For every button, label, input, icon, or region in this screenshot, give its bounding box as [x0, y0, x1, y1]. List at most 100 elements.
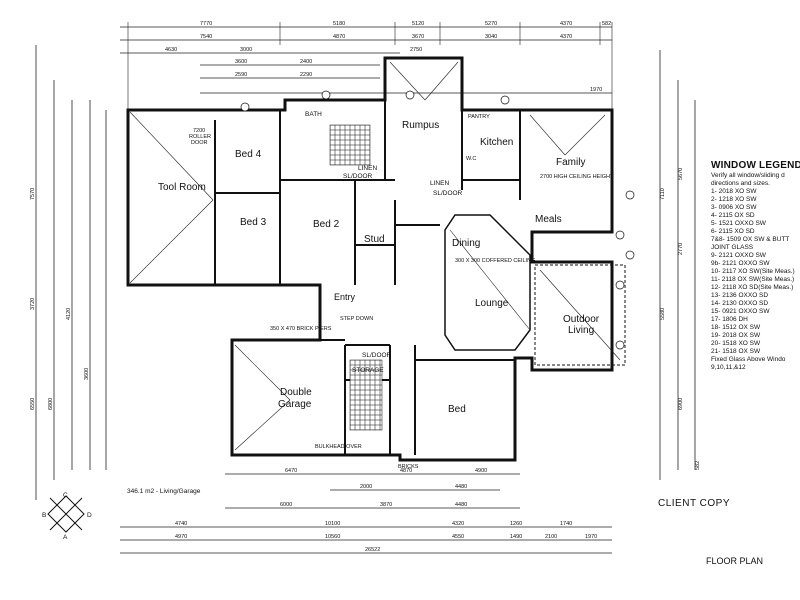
dim-left-1: 7570	[30, 188, 36, 200]
linen-label: LINEN	[358, 165, 377, 172]
left-dimensions	[35, 45, 107, 500]
legend-item: 11- 2118 OX SW(Site Meas.)	[711, 276, 795, 283]
sldoor2-label: SL/DOOR	[433, 190, 463, 197]
legend-intro-2: directions and sizes.	[711, 180, 770, 187]
dim-bot-2: 4870	[400, 468, 412, 474]
dim-top-1: 7770	[200, 21, 212, 27]
linen2-label: LINEN	[430, 180, 449, 187]
bed3-label: Bed 3	[240, 217, 267, 228]
dim-bot-14: 4970	[175, 534, 187, 540]
dim-left-3: 6550	[30, 398, 36, 410]
plan-notes: STEP DOWN 2700 HIGH CEILING HEIGHT 300 X…	[270, 174, 614, 450]
legend-footer-1: Fixed Glass Above Windo	[711, 356, 786, 363]
sldoor1-label: SL/DOOR	[343, 173, 373, 180]
bed2-label: Bed 2	[313, 219, 340, 230]
kitchen-label: Kitchen	[480, 137, 513, 148]
dim-left-6: 3600	[84, 368, 90, 380]
compass-diagram: C B D A	[42, 492, 92, 541]
legend-item: JOINT GLASS	[711, 244, 754, 251]
dim-bot-5: 4480	[455, 484, 467, 490]
family-label: Family	[556, 157, 585, 168]
legend-item: 2- 1218 XO SW	[711, 196, 757, 203]
dim-right-6: 582	[695, 461, 701, 470]
compass-a: A	[63, 534, 68, 541]
entry-label: Entry	[334, 292, 356, 302]
dim-right-4: 5580	[660, 308, 666, 320]
compass-d: D	[87, 512, 92, 519]
legend-item: 9- 2121 OXXO SW	[711, 252, 766, 259]
dim-bot-8: 4480	[455, 502, 467, 508]
rumpus-label: Rumpus	[402, 120, 439, 131]
dim-top-16: 2400	[300, 59, 312, 65]
roller-line3: DOOR	[191, 140, 208, 146]
dim-top-6: 582	[602, 21, 611, 27]
roof-hips	[129, 61, 621, 451]
dim-top-15: 3600	[235, 59, 247, 65]
lounge-label: Lounge	[475, 298, 509, 309]
dim-top-10: 3040	[485, 34, 497, 40]
step-down-note: STEP DOWN	[340, 316, 373, 322]
study-label: Stud	[364, 234, 385, 245]
legend-item: 5- 1521 OXXO SW	[711, 220, 766, 227]
legend-item: 12- 2118 XO SD(Site Meas.)	[711, 284, 794, 291]
side-dimension-labels: 7570 3720 6550 6800 4120 3600 7110 5670 …	[30, 168, 701, 470]
legend-item: 13- 2136 OXXO SD	[711, 292, 769, 299]
legend-item: 17- 1806 DH	[711, 316, 748, 323]
legend-item: 1- 2018 XO SW	[711, 188, 757, 195]
floor-plan-title: FLOOR PLAN	[706, 556, 764, 566]
tool-room-label: Tool Room	[158, 182, 206, 193]
bed1-label: Bed	[448, 404, 466, 415]
legend-footer-2: 9,10,11,&12	[711, 364, 746, 371]
dim-top-11: 4370	[560, 34, 572, 40]
dim-bot-13: 1740	[560, 521, 572, 527]
bricks-label: BRICKS	[398, 464, 419, 470]
dim-top-3: 5120	[412, 21, 424, 27]
dim-right-2: 5670	[678, 168, 684, 180]
coffered-note: 300 X 300 COFFERED CEILING	[455, 258, 535, 264]
legend-item: 20- 1518 XO SW	[711, 340, 761, 347]
dim-bot-19: 1970	[585, 534, 597, 540]
storage-label: STORAGE	[352, 367, 384, 374]
dim-bot-4: 2000	[360, 484, 372, 490]
pantry-label: PANTRY	[468, 114, 490, 120]
legend-item: 10- 2117 XO SW(Site Meas.)	[711, 268, 795, 275]
dim-bot-17: 1490	[510, 534, 522, 540]
top-dimensions	[120, 22, 613, 110]
dim-bot-20: 26522	[365, 547, 380, 553]
dim-right-3: 2770	[678, 243, 684, 255]
window-legend-title: WINDOW LEGEND	[711, 160, 800, 171]
dim-top-18: 2290	[300, 72, 312, 78]
room-labels: Tool Room Bed 4 Bed 3 Bed 2 Rumpus Kitch…	[158, 111, 600, 470]
outdoor-line2: Living	[568, 325, 594, 336]
legend-item: 14- 2130 OXXO SD	[711, 300, 769, 307]
legend-item: 3- 0906 XO SW	[711, 204, 757, 211]
bed4-label: Bed 4	[235, 149, 262, 160]
dim-bot-15: 10560	[325, 534, 340, 540]
dim-bot-18: 2100	[545, 534, 557, 540]
dining-label: Dining	[452, 238, 480, 249]
window-legend: Verify all window/sliding d directions a…	[711, 172, 799, 372]
dim-bot-3: 4900	[475, 468, 487, 474]
dim-top-12: 4630	[165, 47, 177, 53]
dim-top-17: 2590	[235, 72, 247, 78]
legend-item: 6- 2115 XO SD	[711, 228, 755, 235]
dim-bot-9: 4740	[175, 521, 187, 527]
dim-top-2: 5180	[333, 21, 345, 27]
wc-label: W.C	[466, 156, 476, 162]
garage-line2: Garage	[278, 399, 312, 410]
dim-top-8: 4870	[333, 34, 345, 40]
dim-bot-10: 10100	[325, 521, 340, 527]
dim-bot-6: 6000	[280, 502, 292, 508]
right-dimensions	[659, 50, 696, 480]
dim-top-5: 4370	[560, 21, 572, 27]
window-markers	[240, 90, 635, 350]
walls	[126, 56, 626, 462]
top-dimension-labels: 7770 5180 5120 5270 4370 582 7540 4870 3…	[165, 21, 611, 93]
garage-line1: Double	[280, 387, 312, 398]
meals-label: Meals	[535, 214, 562, 225]
area-note: 346.1 m2 - Living/Garage	[127, 488, 201, 495]
